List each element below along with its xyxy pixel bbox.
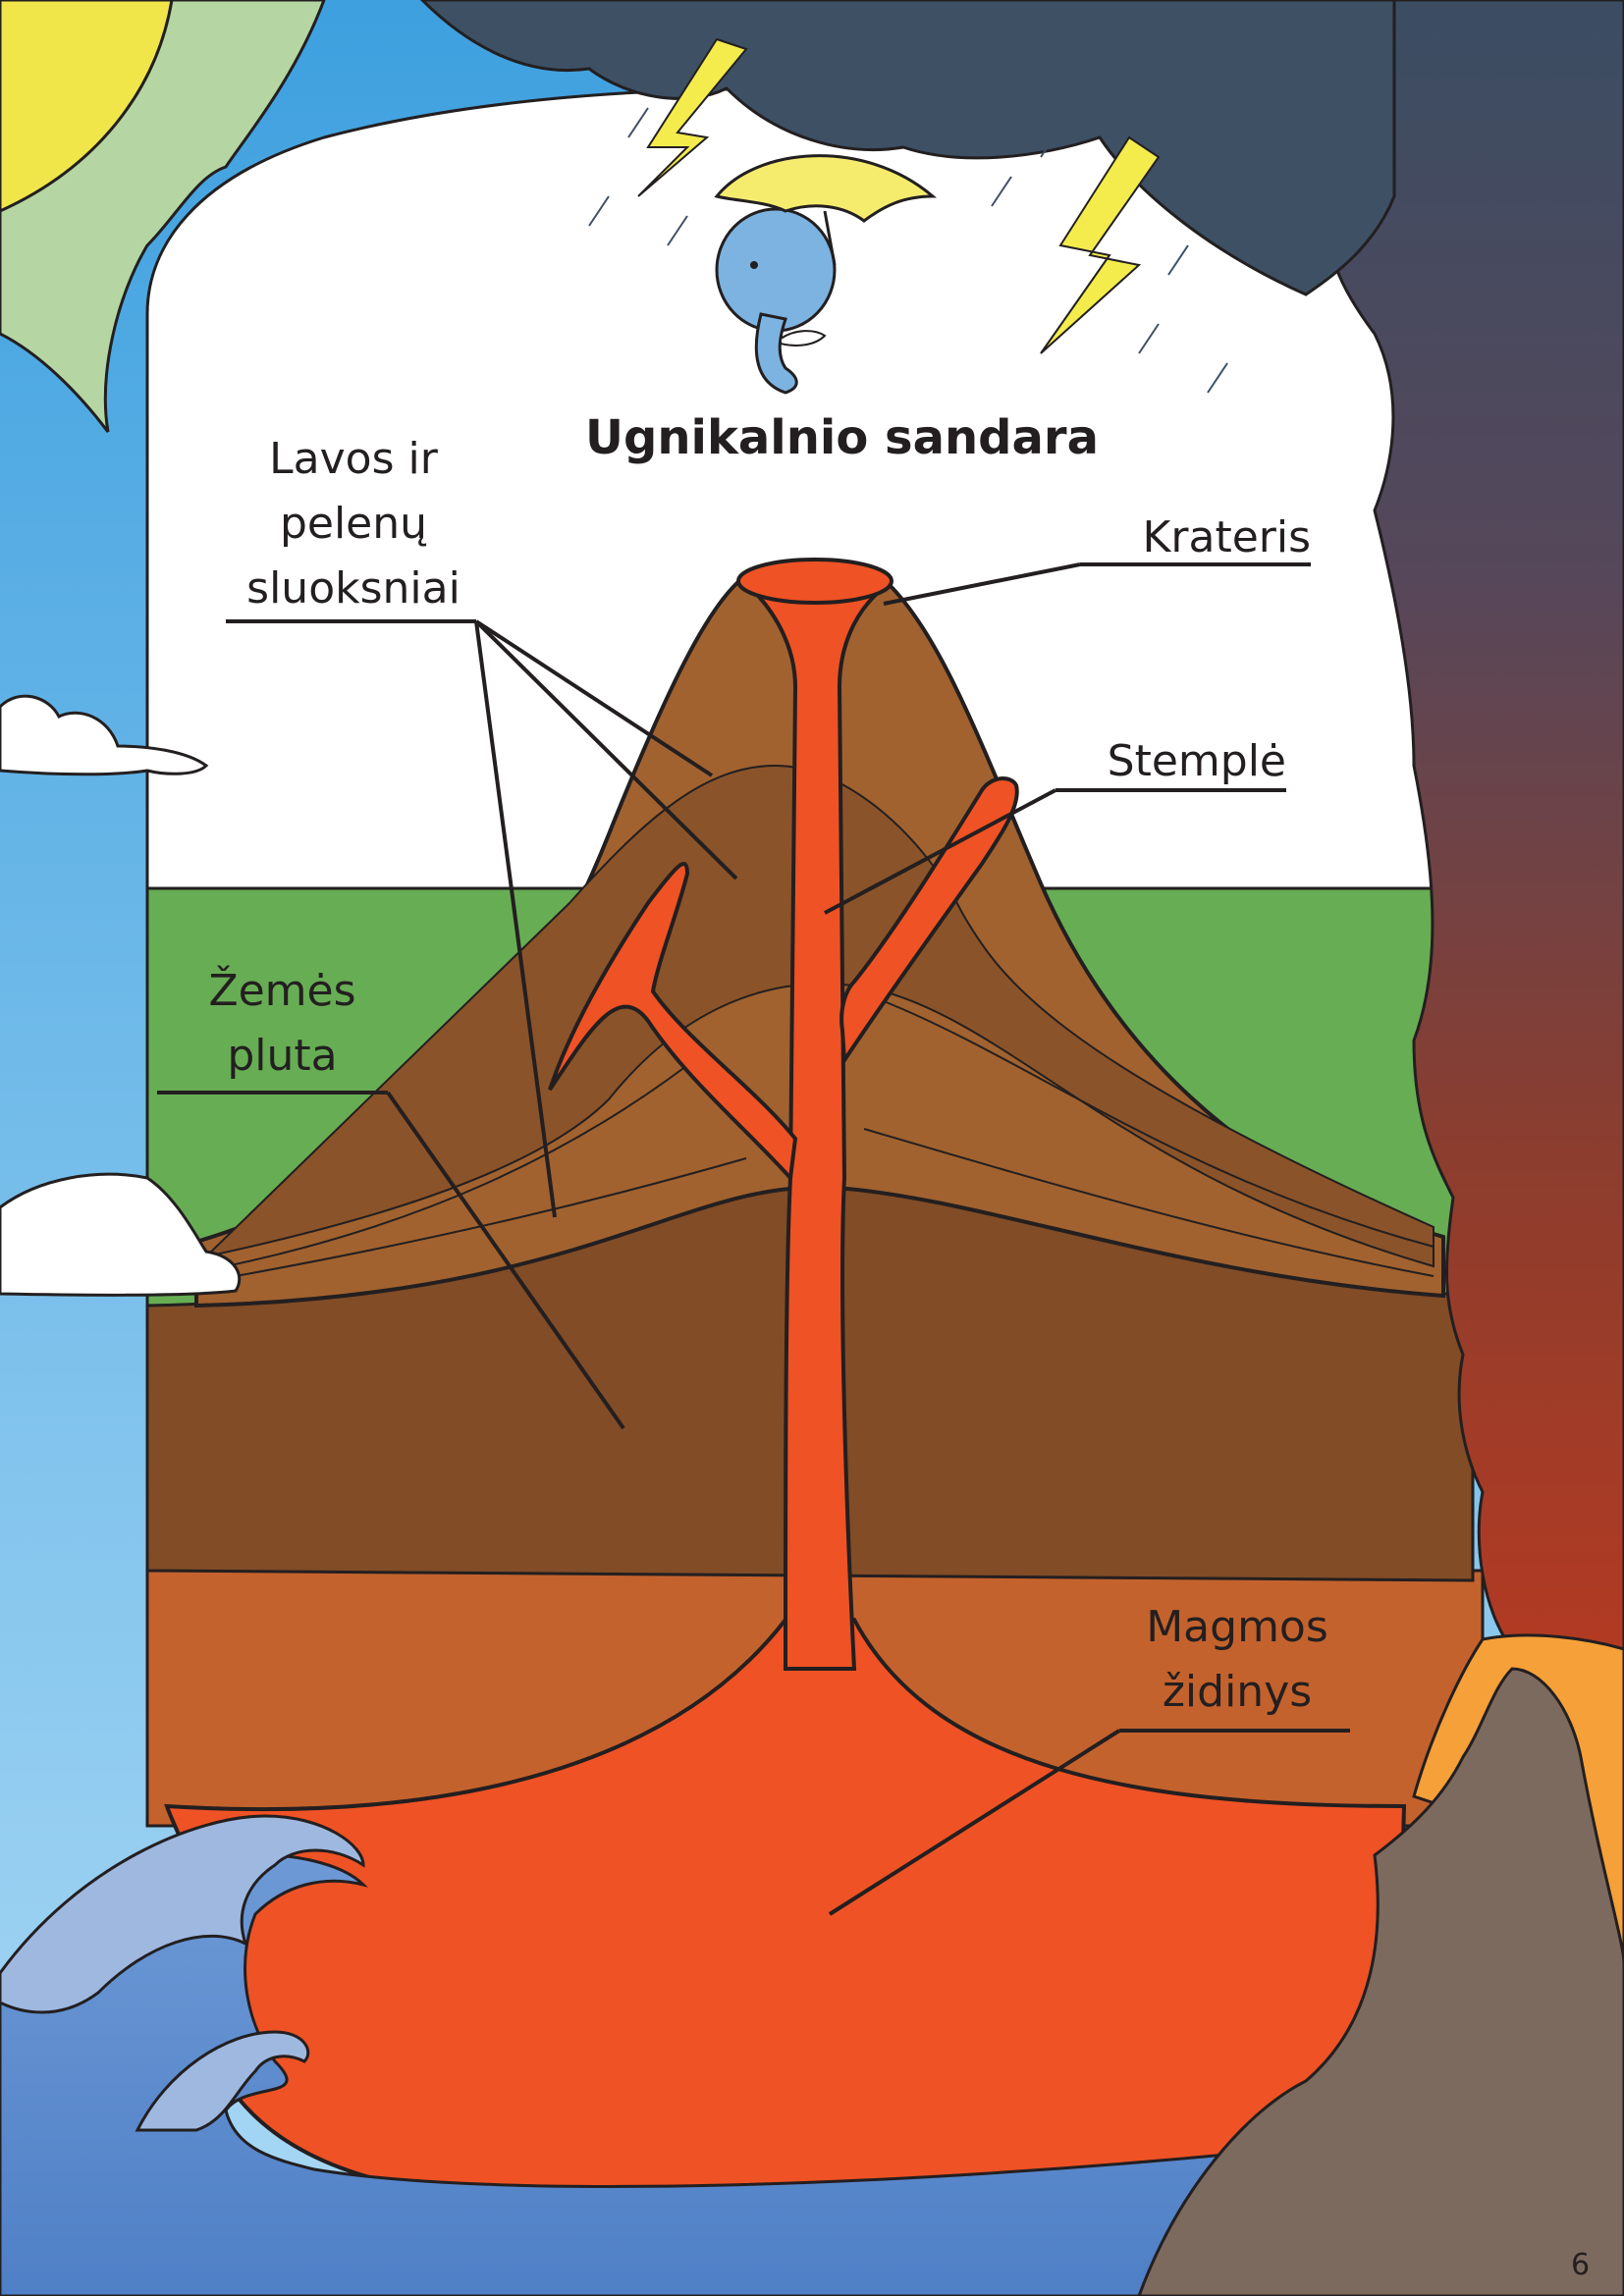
label-line: Žemės [167, 959, 398, 1024]
label-line: Lavos ir [216, 427, 491, 492]
label-conduit: Stemplė [1065, 729, 1286, 794]
label-line: Stemplė [1065, 729, 1286, 794]
label-line: židinys [1119, 1660, 1355, 1725]
label-line: Magmos [1119, 1595, 1355, 1660]
label-crater: Krateris [1100, 506, 1311, 570]
label-magma-chamber: Magmos židinys [1119, 1595, 1355, 1725]
crater [738, 560, 892, 603]
page-number: 6 [1571, 2248, 1590, 2282]
label-line: pelenų [216, 492, 491, 557]
label-layers: Lavos ir pelenų sluoksniai [216, 427, 491, 621]
label-line: pluta [167, 1024, 398, 1089]
page-title: Ugnikalnio sandara [585, 410, 1099, 465]
label-line: Krateris [1100, 506, 1311, 570]
label-crust: Žemės pluta [167, 959, 398, 1089]
label-line: sluoksniai [216, 557, 491, 621]
